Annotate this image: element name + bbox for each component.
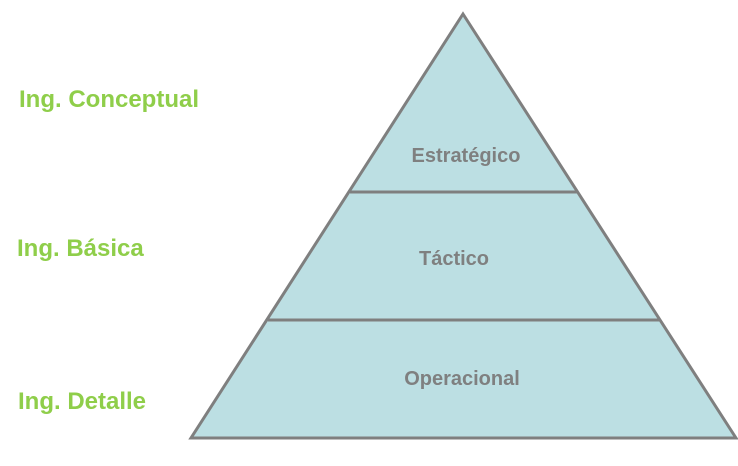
label-ing-conceptual: Ing. Conceptual xyxy=(19,86,199,113)
label-ing-detalle: Ing. Detalle xyxy=(18,388,147,415)
label-ing-basica: Ing. Básica xyxy=(17,235,144,262)
tier-estrategico: Estratégico xyxy=(412,145,521,167)
tier-tactico: Táctico xyxy=(419,248,489,270)
tier-operacional: Operacional xyxy=(404,368,520,390)
pyramid-shape xyxy=(188,11,738,440)
